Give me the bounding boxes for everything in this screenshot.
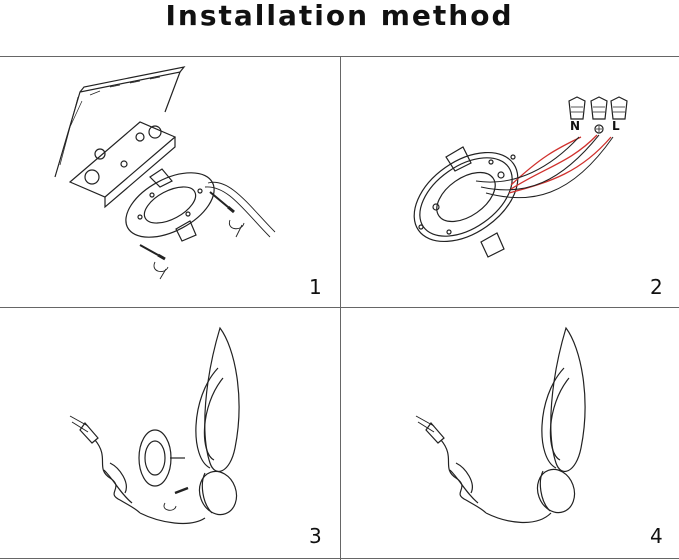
installed-lamp-illustration	[415, 326, 586, 524]
step-3-panel: 3	[0, 308, 340, 558]
grid-middle-border	[0, 307, 679, 308]
grid-bottom-border	[0, 558, 679, 559]
grid-top-border	[0, 56, 679, 57]
step-number: 2	[650, 275, 663, 299]
step-number: 1	[309, 275, 322, 299]
step-number: 4	[650, 524, 663, 548]
wiring-connection-illustration	[413, 96, 628, 258]
neutral-wire-label: N	[570, 119, 581, 133]
ceiling-box-mounting-illustration	[54, 66, 276, 280]
grid-center-divider	[340, 56, 341, 560]
live-wire-label: L	[612, 119, 620, 133]
step-number: 3	[309, 524, 322, 548]
step-1-panel: 1	[0, 57, 340, 307]
step-2-panel: N L 2	[341, 57, 679, 307]
step-4-panel: 4	[341, 308, 679, 558]
lamp-mounting-illustration	[69, 326, 240, 524]
page-title: Installation method	[165, 0, 514, 32]
